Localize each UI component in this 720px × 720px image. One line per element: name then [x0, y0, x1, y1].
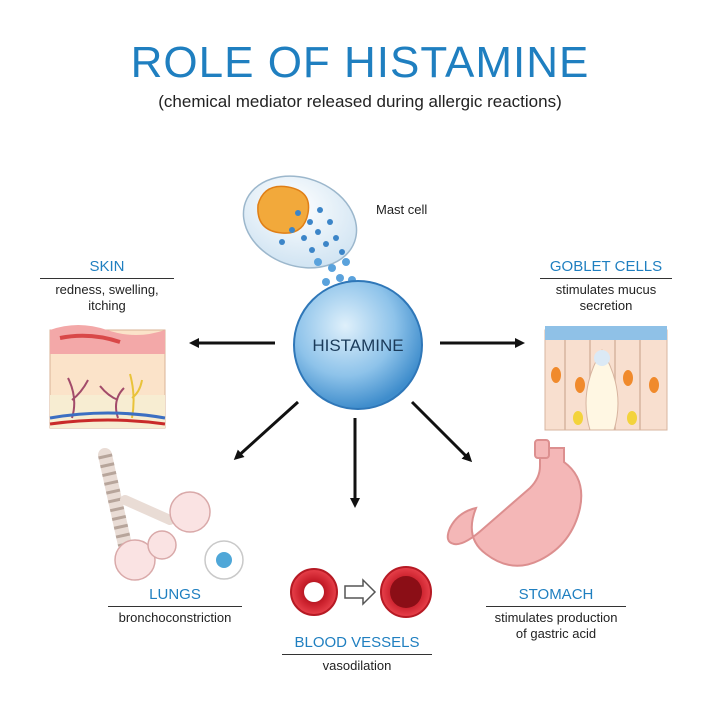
- lungs-heading: LUNGS: [108, 586, 242, 607]
- mast-cell-label: Mast cell: [376, 202, 428, 217]
- histamine-label: HISTAMINE: [312, 336, 404, 355]
- goblet-cells-effect: GOBLET CELLS stimulates mucus secretion: [540, 258, 672, 314]
- skin-description: redness, swelling, itching: [55, 282, 159, 313]
- lungs-effect: LUNGS bronchoconstriction: [108, 586, 242, 626]
- blood-vessels-effect: BLOOD VESSELS vasodilation: [282, 634, 432, 674]
- goblet-cells-heading: GOBLET CELLS: [540, 258, 672, 279]
- blood-vessels-illustration: [290, 566, 432, 618]
- lungs-illustration: [98, 448, 244, 581]
- mast-cell-illustration: [242, 175, 358, 286]
- stomach-effect: STOMACH stimulates production of gastric…: [486, 586, 626, 642]
- stomach-heading: STOMACH: [486, 586, 626, 607]
- skin-effect: SKIN redness, swelling, itching: [40, 258, 174, 314]
- lungs-description: bronchoconstriction: [118, 610, 232, 625]
- goblet-cells-illustration: [544, 326, 668, 431]
- goblet-cells-description: stimulates mucus secretion: [555, 282, 657, 313]
- skin-illustration: [49, 325, 166, 429]
- histamine-circle: [293, 280, 423, 410]
- arrow-to-stomach: [410, 400, 473, 463]
- stomach-description: stimulates production of gastric acid: [494, 610, 618, 641]
- blood-vessels-heading: BLOOD VESSELS: [282, 634, 432, 655]
- arrow-to-lungs: [233, 400, 300, 461]
- page-subtitle: (chemical mediator released during aller…: [158, 92, 562, 111]
- stomach-illustration: [446, 439, 583, 567]
- page-title: ROLE OF HISTAMINE: [130, 38, 590, 87]
- blood-vessels-description: vasodilation: [322, 658, 392, 673]
- skin-heading: SKIN: [40, 258, 174, 279]
